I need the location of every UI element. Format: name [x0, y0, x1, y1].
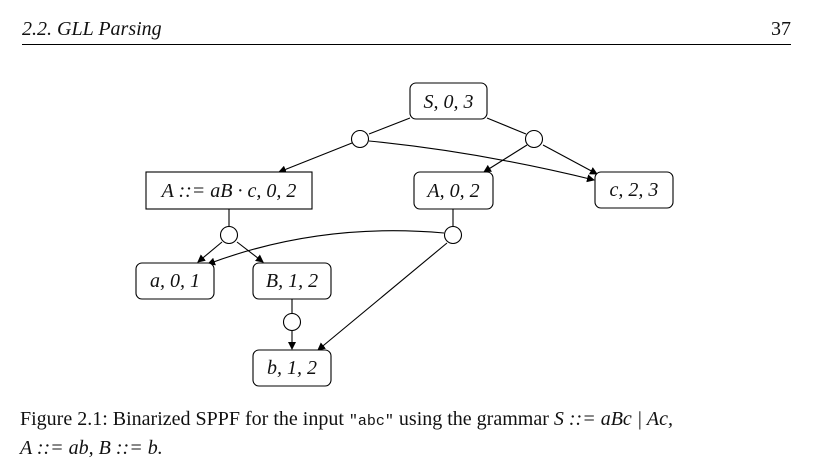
packed-node-1: [350, 129, 370, 149]
caption-input-string: "abc": [348, 413, 394, 430]
edge-s-to-pack1: [368, 117, 411, 135]
node-box-b12-upper: [252, 262, 332, 300]
edge-s-to-pack2: [486, 117, 527, 135]
edge-pack4-to-b12-lower: [317, 242, 448, 351]
node-label-s03: S, 0, 3: [424, 91, 474, 113]
edge-pack3-to-a01: [197, 241, 223, 263]
caption-middle: using the grammar: [393, 408, 554, 430]
caption-prefix: Figure 2.1: Binarized SPPF for the input: [20, 408, 349, 430]
caption-grammar-line1: S ::= aBc | Ac,: [553, 408, 674, 430]
node-label-b12-lower: b, 1, 2: [267, 357, 317, 379]
node-label-aitem: A ::= aB · c, 0, 2: [160, 180, 297, 202]
caption-grammar-line2: A ::= ab, B ::= b.: [20, 437, 163, 459]
node-label-a02: A, 0, 2: [425, 180, 479, 202]
edge-pack4-to-a01: [207, 230, 445, 266]
edge-pack1-to-aitem: [278, 142, 353, 174]
node-label-c23: c, 2, 3: [610, 179, 659, 201]
edge-pack2-to-c: [542, 144, 598, 175]
node-label-a01: a, 0, 1: [150, 270, 200, 292]
edge-pack3-to-b12: [236, 241, 264, 263]
packed-node-3: [219, 225, 239, 245]
node-box-a02: [413, 171, 494, 210]
node-label-b12-upper: B, 1, 2: [266, 270, 318, 292]
edge-pack1-to-c: [368, 140, 595, 183]
figure-caption: Figure 2.1: Binarized SPPF for the input…: [20, 406, 800, 461]
sppf-diagram: S, 0, 3 A ::= aB · c, 0, 2 A, 0, 2 c, 2,…: [135, 82, 674, 387]
node-box-aitem: [145, 171, 313, 210]
node-box-s03: [409, 82, 488, 120]
node-box-c23: [594, 171, 674, 209]
packed-node-5: [282, 312, 302, 332]
node-box-a01: [135, 262, 215, 300]
edge-pack2-to-a02: [483, 144, 528, 173]
page-header: 2.2. GLL Parsing 37: [22, 18, 791, 45]
packed-node-4: [443, 225, 463, 245]
page-number: 37: [771, 18, 791, 40]
section-title: 2.2. GLL Parsing: [22, 18, 162, 40]
packed-node-2: [524, 129, 544, 149]
node-box-b12-lower: [252, 349, 332, 387]
